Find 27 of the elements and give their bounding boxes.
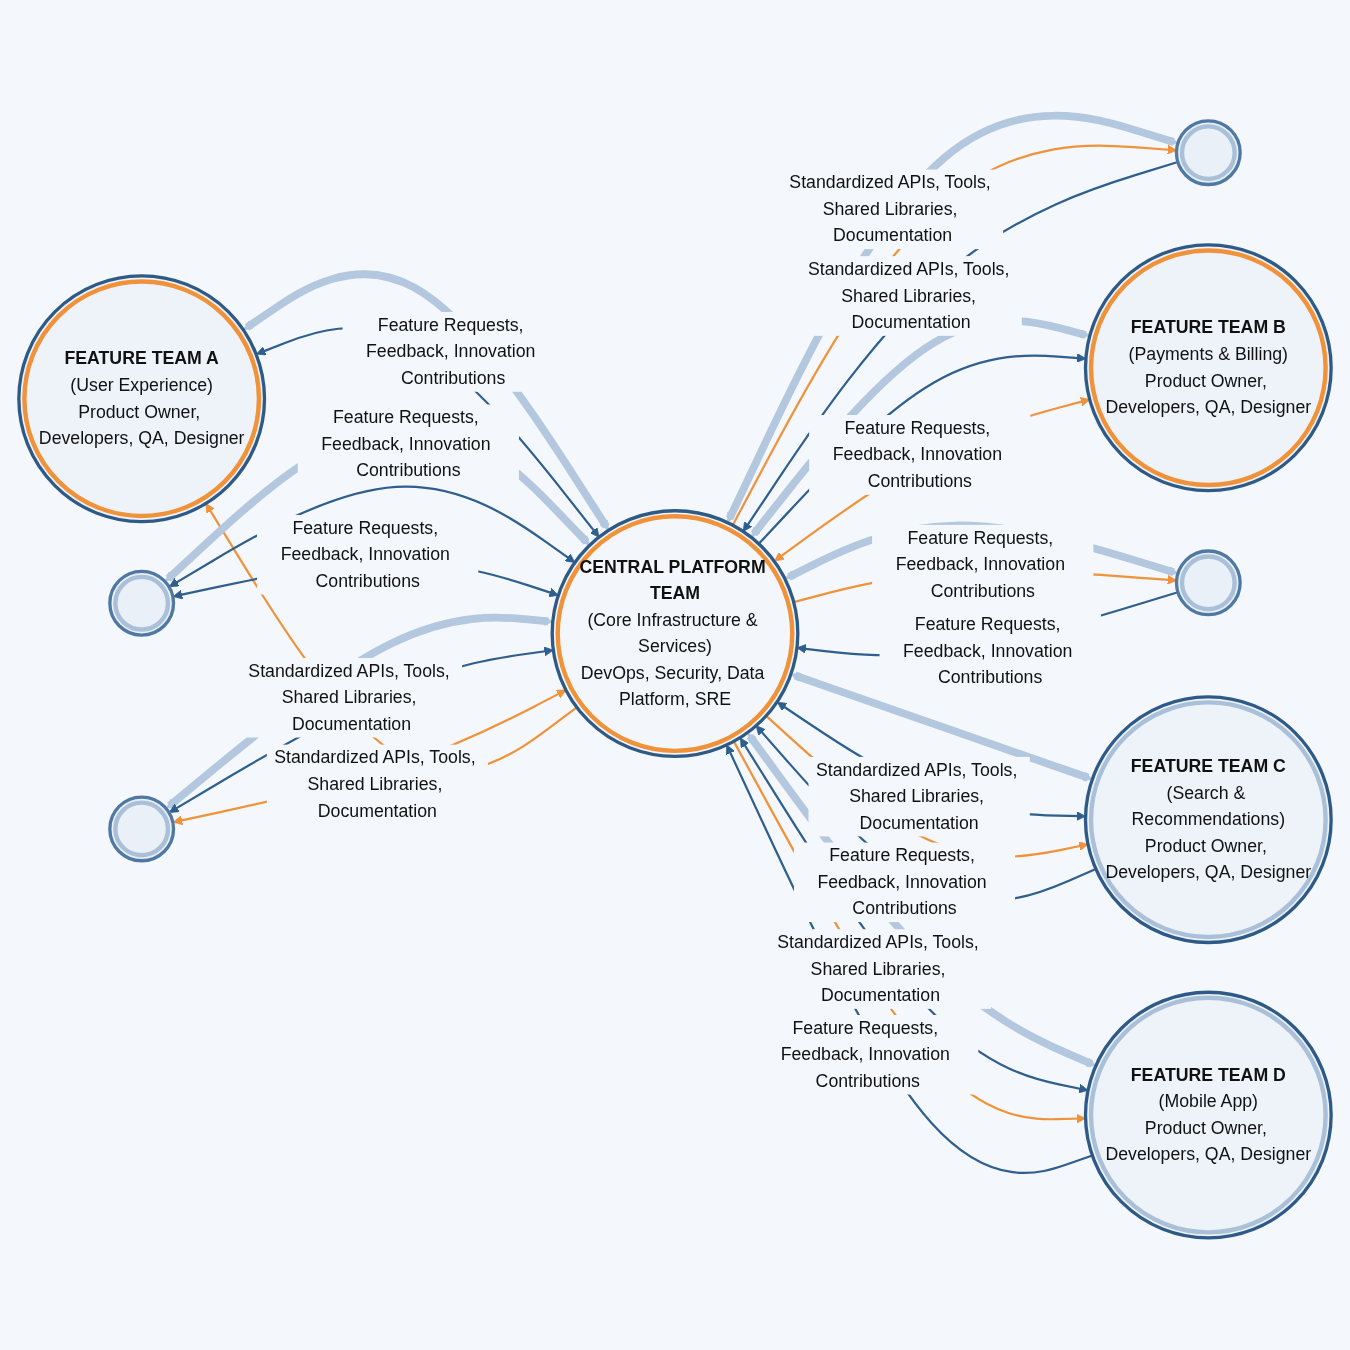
edge-label: Standardized APIs, Tools, Shared Libraries, Documentation: [248, 660, 450, 733]
node-circle: FEATURE TEAM B (Payments & Billing) Product Owner, Developers, QA, Designer: [1083, 242, 1333, 492]
edge-label: Feature Requests, Feedback, Innovation Contributions: [817, 845, 987, 918]
edge-label: Feature Requests, Feedback, Innovation Contributions: [780, 1017, 950, 1090]
edge-label: Feature Requests, Feedback, Innovation Contributions: [895, 527, 1065, 600]
edge-label: Standardized APIs, Tools, Shared Libraries, Documentation: [789, 172, 991, 245]
edge-label: Standardized APIs, Tools, Shared Libraries, Documentation: [815, 759, 1018, 832]
edge-label: Standardized APIs, Tools, Shared Libraries, Documentation: [807, 259, 1010, 332]
edge-label: Standardized APIs, Tools, Shared Libraries, Documentation: [274, 747, 476, 820]
node-circle: CENTRAL PLATFORM TEAM (Core Infrastructure & Services) DevOps, Security, Data Platform, SRE: [550, 508, 800, 758]
arrow: [168, 646, 554, 813]
edge-label: Feature Requests, Feedback, Innovation Contributions: [903, 614, 1073, 687]
node-circle: FEATURE TEAM C (Search & Recommendations) Product Owner, Developers, QA, Designer: [1083, 694, 1333, 944]
edge-label: Standardized APIs, Tools, Shared Libraries, Documentation: [777, 932, 979, 1005]
edge-label: Feature Requests, Feedback, Innovation Contributions: [366, 314, 536, 387]
arrow: [790, 671, 1093, 782]
arrow: [168, 485, 576, 587]
edge-label: Feature Requests, Feedback, Innovation Contributions: [280, 517, 450, 590]
node-circle: FEATURE TEAM D (Mobile App) Product Owner, Developers, QA, Designer: [1083, 990, 1333, 1240]
edge-label: Feature Requests, Feedback, Innovation Contributions: [321, 407, 491, 480]
node-circle: [1174, 118, 1242, 186]
node-circle: [1174, 549, 1242, 616]
node-circle: [108, 795, 176, 863]
arrow: [256, 326, 600, 538]
node-circle: FEATURE TEAM A (User Experience) Product Owner, Developers, QA, Designer: [17, 273, 267, 523]
edge-label: Feature Requests, Feedback, Innovation Contributions: [832, 418, 1003, 490]
node-circle: [108, 569, 176, 637]
